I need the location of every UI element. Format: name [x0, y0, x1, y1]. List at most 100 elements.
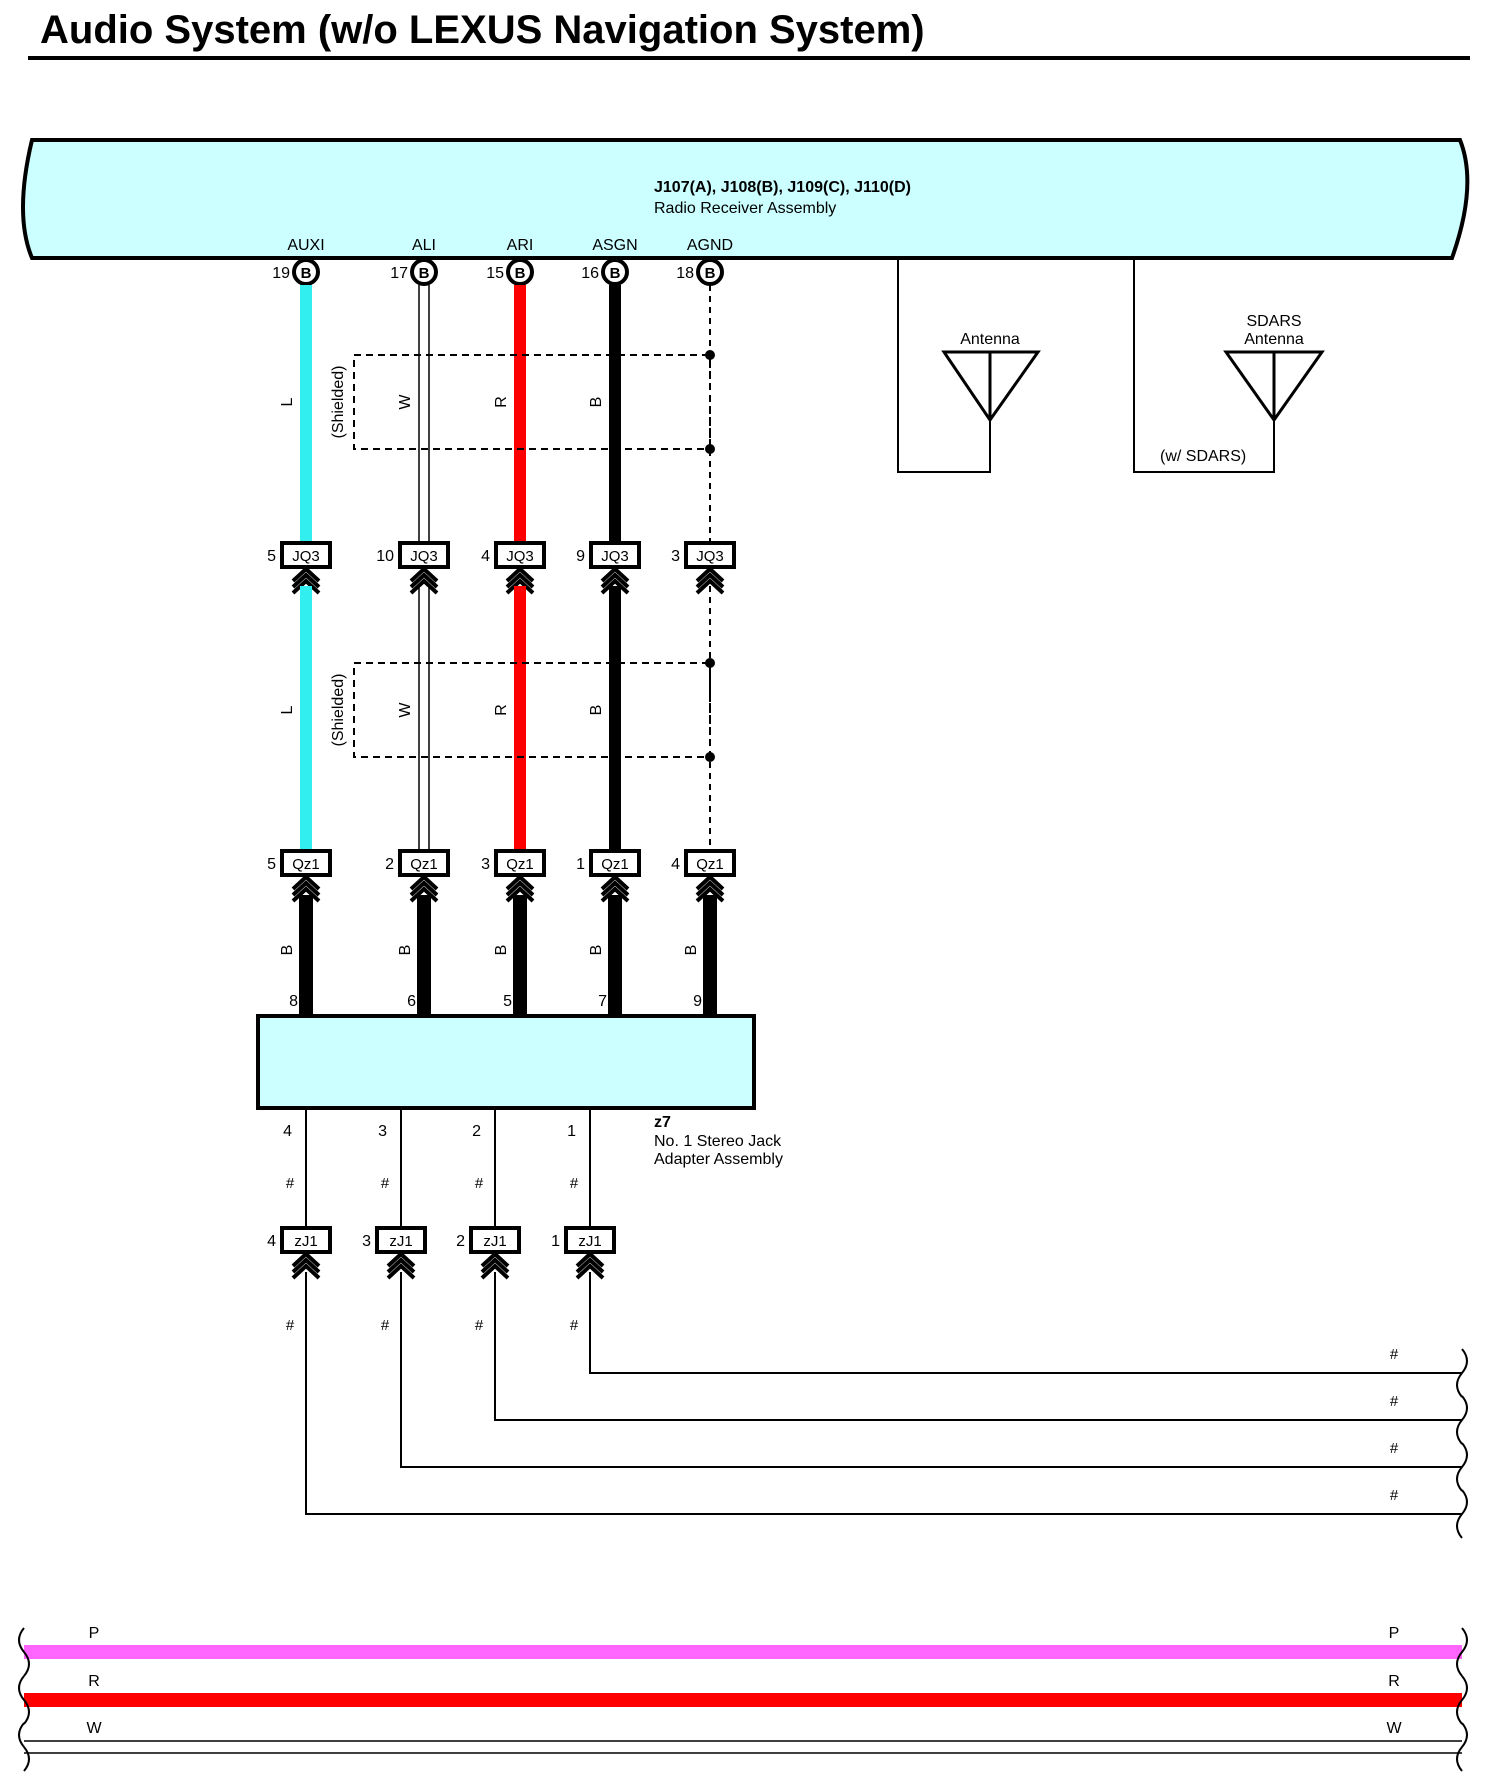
- radio-terminal-agnd: AGND: [687, 237, 733, 254]
- jq3-pin-3-label: JQ3: [696, 548, 724, 565]
- qz1-pin-5-chevron-0: [291, 874, 321, 891]
- jq3-pin-4-chevron-1: [505, 572, 535, 589]
- qz1-pin-2-chevron-1: [409, 880, 439, 897]
- adapter-bottom-terminal-3-hash-upper: #: [570, 1175, 579, 1192]
- bus-wire-label-right-0: P: [1389, 1625, 1400, 1642]
- adapter-bottom-terminal-2-hash-upper: #: [475, 1175, 484, 1192]
- jq3-pin-4-pin: 4: [481, 548, 490, 565]
- generated-wiring: AUXIB19ALIB17ARIB15ASGNB16AGNDB18(Shield…: [18, 237, 1468, 1772]
- qz1-to-adapter-color-2: B: [493, 945, 510, 956]
- lower-wire-color-1: W: [397, 702, 414, 718]
- radio-pin-16-number: 16: [581, 265, 599, 282]
- qz1-pin-3-chevron-2: [505, 886, 535, 903]
- bus-break-right-0: [1456, 1627, 1468, 1677]
- qz1-pin-1-chevron-1: [600, 880, 630, 897]
- lower-wire-color-0: L: [279, 705, 296, 714]
- upper-shield-node-top: [705, 350, 715, 360]
- bus-wire-label-right-2: W: [1386, 1720, 1402, 1737]
- antenna-label: Antenna: [960, 331, 1020, 348]
- jq3-pin-10-chevron-0: [409, 566, 439, 583]
- page-title: Audio System (w/o LEXUS Navigation Syste…: [40, 8, 925, 52]
- qz1-pin-5-chevron-2: [291, 886, 321, 903]
- zj1-pin-4-chevron-2: [291, 1263, 321, 1280]
- jq3-pin-10-chevron-1: [409, 572, 439, 589]
- bus-break-left-2: [18, 1722, 30, 1772]
- qz1-to-adapter-color-0: B: [279, 945, 296, 956]
- bus-break-right-2: [1456, 1722, 1468, 1772]
- zj1-run-wire-1: [400, 1272, 1462, 1468]
- adapter-bottom-terminal-3-pin: 1: [567, 1123, 576, 1140]
- radio-terminal-ali: ALI: [412, 237, 436, 254]
- upper-wire-color-0: L: [279, 397, 296, 406]
- lower-shield: [353, 662, 711, 758]
- qz1-pin-2-chevron-2: [409, 886, 439, 903]
- zj1-pin-2-chevron-2: [480, 1263, 510, 1280]
- adapter-bottom-terminal-1-hash-upper: #: [381, 1175, 390, 1192]
- lower-wire-color-2: R: [493, 704, 510, 716]
- lower-shield-node-top: [705, 658, 715, 668]
- zj1-pin-1-chevron-1: [575, 1257, 605, 1274]
- qz1-pin-5-pin: 5: [267, 856, 276, 873]
- qz1-pin-4-chevron-1: [695, 880, 725, 897]
- jq3-pin-5-chevron-1: [291, 572, 321, 589]
- zj1-pin-3-pin: 3: [362, 1233, 371, 1250]
- lower-shield-node-bottom: [705, 752, 715, 762]
- zj1-run-break-2: [1456, 1395, 1468, 1445]
- adapter-terminal-alo-pin: 6: [407, 993, 416, 1010]
- radio-pin-15-circle: [506, 258, 534, 286]
- zj1-pin-2-pin: 2: [456, 1233, 465, 1250]
- qz1-pin-1-chevron-2: [600, 886, 630, 903]
- lower-wire-color-3: B: [588, 705, 605, 716]
- zj1-run-hash-0: #: [286, 1317, 295, 1334]
- sdars-antenna-lead: [1133, 258, 1275, 473]
- qz1-to-adapter-color-1: B: [397, 945, 414, 956]
- qz1-pin-1-label: Qz1: [601, 856, 629, 873]
- qz1-pin-2-chevron-0: [409, 874, 439, 891]
- radio-receiver-label: Radio Receiver Assembly: [654, 200, 836, 217]
- adapter-bottom-terminal-0-hash-upper: #: [286, 1175, 295, 1192]
- upper-wire-color-1: W: [397, 394, 414, 410]
- radio-pin-17-circle: [410, 258, 438, 286]
- qz1-pin-3-label: Qz1: [506, 856, 534, 873]
- zj1-pin-3-label: zJ1: [389, 1233, 412, 1250]
- zj1-run-end-hash-1: #: [1390, 1440, 1399, 1457]
- zj1-pin-4-chevron-1: [291, 1257, 321, 1274]
- qz1-pin-4-box: [684, 849, 736, 877]
- zj1-run-end-hash-0: #: [1390, 1487, 1399, 1504]
- adapter-code: z7: [654, 1114, 671, 1131]
- adapter-bottom-terminal-1-pin: 3: [378, 1123, 387, 1140]
- qz1-pin-3-pin: 3: [481, 856, 490, 873]
- radio-pin-15-number: 15: [486, 265, 504, 282]
- jq3-pin-3-chevron-0: [695, 566, 725, 583]
- bus-wire-label-left-1: R: [88, 1673, 100, 1690]
- radio-pin-16-connector: B: [610, 265, 621, 282]
- jq3-pin-9-chevron-0: [600, 566, 630, 583]
- jq3-pin-10-label: JQ3: [410, 548, 438, 565]
- jq3-pin-3-pin: 3: [671, 548, 680, 565]
- adapter-terminal-auxo-pin: 8: [289, 993, 298, 1010]
- zj1-pin-3-chevron-2: [386, 1263, 416, 1280]
- jq3-pin-9-label: JQ3: [601, 548, 629, 565]
- upper-shield-node-bottom: [705, 444, 715, 454]
- adapter-bottom-terminal-0-pin: 4: [283, 1123, 292, 1140]
- jq3-pin-5-chevron-0: [291, 566, 321, 583]
- radio-pin-15-connector: B: [515, 265, 526, 282]
- zj1-run-wire-3: [589, 1272, 1462, 1374]
- radio-pin-18-number: 18: [676, 265, 694, 282]
- jq3-pin-4-chevron-2: [505, 578, 535, 595]
- adapter-terminal-agnd-pin: 9: [693, 993, 702, 1010]
- zj1-pin-2-chevron-0: [480, 1251, 510, 1268]
- qz1-pin-4-chevron-0: [695, 874, 725, 891]
- jq3-pin-10-box: [398, 541, 450, 569]
- radio-terminal-auxi: AUXI: [287, 237, 324, 254]
- radio-pin-17-connector: B: [419, 265, 430, 282]
- jq3-pin-3-chevron-1: [695, 572, 725, 589]
- qz1-pin-5-label: Qz1: [292, 856, 320, 873]
- bus-wire-label-right-1: R: [1388, 1673, 1400, 1690]
- upper-shielded-label: (Shielded): [330, 366, 347, 439]
- jq3-pin-4-chevron-0: [505, 566, 535, 583]
- bus-wire-label-left-0: P: [89, 1625, 100, 1642]
- qz1-pin-5-box: [280, 849, 332, 877]
